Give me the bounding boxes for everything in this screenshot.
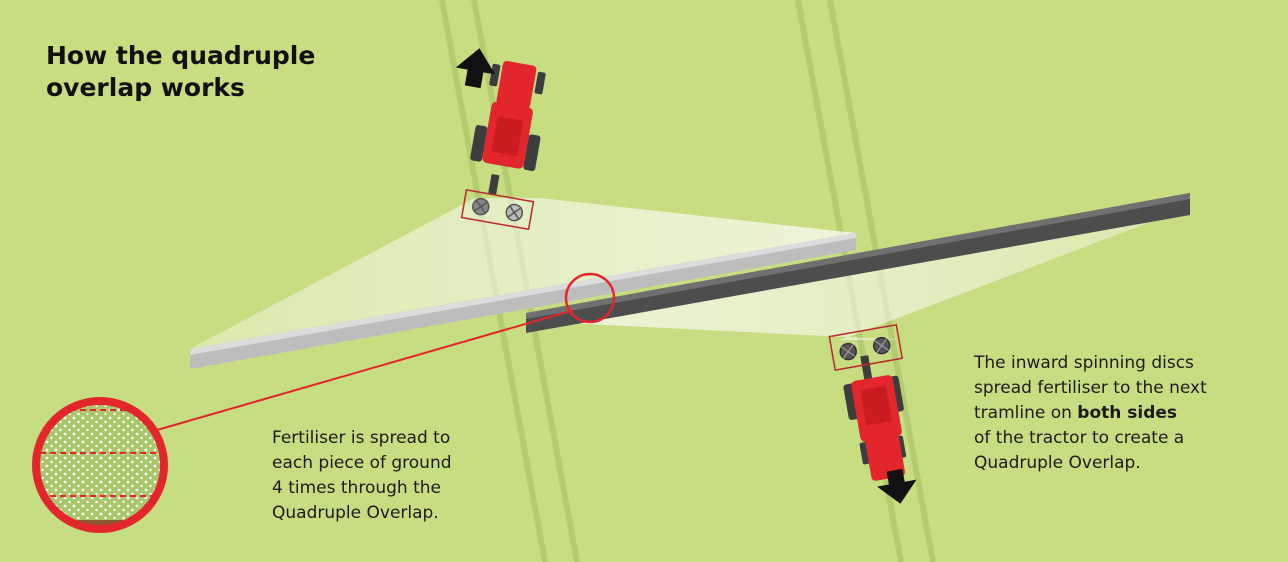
caption-line: Fertiliser is spread to bbox=[272, 426, 452, 451]
caption-line: 4 times through the bbox=[272, 476, 452, 501]
caption-line: tramline on both sides bbox=[974, 401, 1207, 426]
caption-line: Quadruple Overlap. bbox=[272, 501, 452, 526]
diagram-title: How the quadruple overlap works bbox=[46, 40, 366, 104]
caption-line: spread fertiliser to the next bbox=[974, 376, 1207, 401]
caption-text: tramline on bbox=[974, 403, 1077, 423]
title-line: How the quadruple bbox=[46, 40, 366, 72]
caption-line: each piece of ground bbox=[272, 451, 452, 476]
caption-line: Quadruple Overlap. bbox=[974, 451, 1207, 476]
title-line: overlap works bbox=[46, 72, 366, 104]
caption-overlap-detail: Fertiliser is spread to each piece of gr… bbox=[272, 426, 452, 526]
caption-line: of the tractor to create a bbox=[974, 426, 1207, 451]
caption-spinning-discs: The inward spinning discs spread fertili… bbox=[974, 351, 1207, 476]
caption-line: The inward spinning discs bbox=[974, 351, 1207, 376]
caption-emphasis: both sides bbox=[1077, 403, 1177, 423]
